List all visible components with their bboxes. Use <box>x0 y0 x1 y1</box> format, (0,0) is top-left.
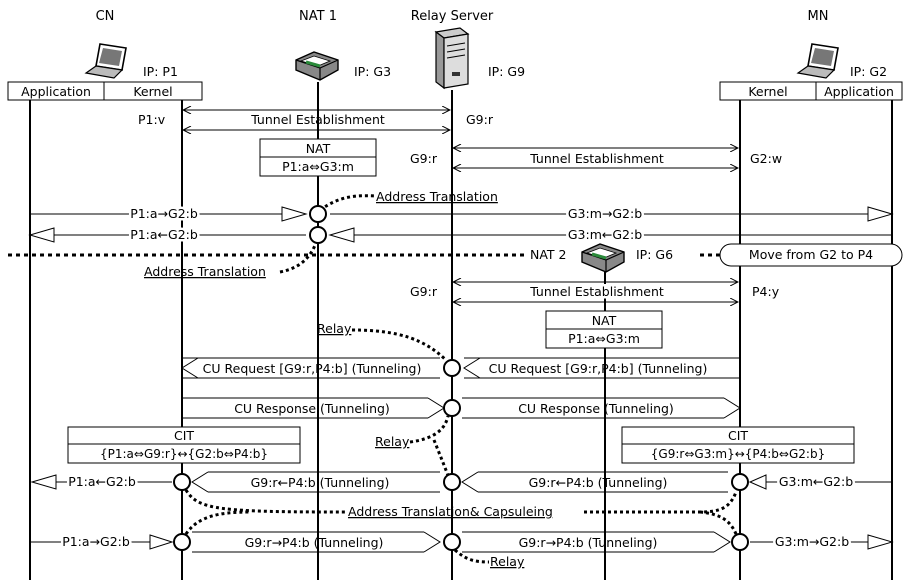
cn-kernel-box <box>103 81 203 101</box>
data-flow-return <box>30 471 892 493</box>
return-mid-right-label: G9:r←P4:b (Tunneling) <box>529 475 668 490</box>
cit-right-map: {G9:r⇔G3:m}↔{P4:b⇔G2:b} <box>651 447 825 461</box>
cit-right-box <box>621 426 855 464</box>
cit-left-map: {P1:a⇔G9:r}↔{G2:b⇔P4:b} <box>100 447 268 461</box>
cu-response-left-label: CU Response (Tunneling) <box>234 401 390 416</box>
cn-kernel-node-2 <box>173 533 191 551</box>
ip-nat1: IP: G3 <box>354 64 391 79</box>
nat-box-1-map: P1:a⇔G3:m <box>282 159 354 174</box>
endpoint-g2w: G2:w <box>750 151 782 166</box>
nat1-translation-node-1 <box>309 205 327 223</box>
server-icon <box>434 27 470 90</box>
forward-mn-label: G3:m→G2:b <box>775 534 849 549</box>
flow-1-left-label: P1:a→G2:b <box>130 206 198 221</box>
header-cn: CN <box>96 9 115 24</box>
return-mid-left-label: G9:r←P4:b (Tunneling) <box>251 475 390 490</box>
relay-connector-3 <box>453 548 490 564</box>
mn-application-box <box>815 81 903 101</box>
endpoint-p4y: P4:y <box>752 284 780 299</box>
cu-request-left-label: CU Request [G9:r,P4:b] (Tunneling) <box>203 361 422 376</box>
relay-node-2 <box>443 399 461 417</box>
relay-label-3: Relay <box>490 554 525 569</box>
header-mn: MN <box>808 9 829 24</box>
forward-mid-left-label: G9:r→P4:b (Tunneling) <box>245 535 384 550</box>
laptop-icon <box>796 43 839 79</box>
address-translation-label-2: Address Translation <box>144 264 266 279</box>
ip-mn: IP: G2 <box>850 64 887 79</box>
cit-right-title: CIT <box>728 428 748 443</box>
relay-connector-1 <box>351 328 448 362</box>
ip-nat2: IP: G6 <box>636 247 673 262</box>
nat-box-2-map: P1:a⇔G3:m <box>568 331 640 346</box>
endpoint-p1v: P1:v <box>138 112 166 127</box>
mn-application-label: Application <box>824 84 894 99</box>
mn-kernel-node-1 <box>731 473 749 491</box>
cu-response-right-label: CU Response (Tunneling) <box>518 401 674 416</box>
lifelines <box>29 82 893 580</box>
address-translation-connector-1 <box>319 194 377 212</box>
flow-row-1 <box>30 206 894 222</box>
return-mn-label: G3:m←G2:b <box>779 474 853 489</box>
data-flow-forward <box>30 531 894 553</box>
cn-kernel-node-1 <box>173 473 191 491</box>
return-cn-label: P1:a←G2:b <box>68 474 136 489</box>
cn-kernel-label: Kernel <box>133 84 172 99</box>
relay-node-1 <box>443 359 461 377</box>
laptop-icon <box>84 43 127 79</box>
router-icon <box>581 243 625 273</box>
header-nat1: NAT 1 <box>299 9 337 24</box>
capsuleing-connector-right <box>584 491 738 535</box>
forward-mid-right-label: G9:r→P4:b (Tunneling) <box>519 535 658 550</box>
flow-row-2 <box>28 227 892 243</box>
relay-label-1: Relay <box>317 321 352 336</box>
move-event-box <box>719 243 903 267</box>
endpoint-g9r-2: G9:r <box>410 151 438 166</box>
tunnel-establishment-3-label: Tunnel Establishment <box>529 284 664 299</box>
nat-box-2-title: NAT <box>592 313 617 328</box>
flow-2-right-label: G3:m←G2:b <box>568 227 642 242</box>
address-translation-label-1: Address Translation <box>376 189 498 204</box>
mn-kernel-node-2 <box>731 533 749 551</box>
flow-2-left-label: P1:a←G2:b <box>130 227 198 242</box>
mn-kernel-label: Kernel <box>748 84 787 99</box>
cit-left-box <box>67 426 301 464</box>
router-icon <box>295 51 339 81</box>
relay-node-4 <box>443 533 461 551</box>
ip-relay: IP: G9 <box>488 64 525 79</box>
capsuleing-connector-left <box>184 489 347 535</box>
cu-request-flow <box>181 357 740 379</box>
nat-box-1-title: NAT <box>306 141 331 156</box>
cn-application-label: Application <box>21 84 91 99</box>
nat2-label: NAT 2 <box>530 247 567 262</box>
address-capsuleing-label: Address Translation& Capsuleing <box>348 504 553 519</box>
header-relay-server: Relay Server <box>411 9 494 24</box>
address-translation-connector-2 <box>279 242 318 274</box>
forward-cn-label: P1:a→G2:b <box>62 534 130 549</box>
ip-cn: IP: P1 <box>143 64 178 79</box>
cit-left-title: CIT <box>174 428 194 443</box>
tunnel-establishment-2-label: Tunnel Establishment <box>529 151 664 166</box>
relay-label-2: Relay <box>375 434 410 449</box>
move-event-label: Move from G2 to P4 <box>749 247 873 262</box>
tunnel-establishment-1-label: Tunnel Establishment <box>250 112 385 127</box>
tunnel-establishment-3 <box>454 282 738 302</box>
flow-1-right-label: G3:m→G2:b <box>568 206 642 221</box>
relay-node-3 <box>443 473 461 491</box>
cu-request-right-label: CU Request [G9:r,P4:b] (Tunneling) <box>489 361 708 376</box>
tunnel-establishment-2 <box>454 148 738 168</box>
endpoint-g9r-1: G9:r <box>466 112 494 127</box>
nat1-translation-node-2 <box>309 226 327 244</box>
endpoint-g9r-3: G9:r <box>410 284 438 299</box>
relay-connector-2 <box>409 415 451 479</box>
tunnel-establishment-1 <box>184 110 450 130</box>
cu-response-flow <box>182 397 741 419</box>
